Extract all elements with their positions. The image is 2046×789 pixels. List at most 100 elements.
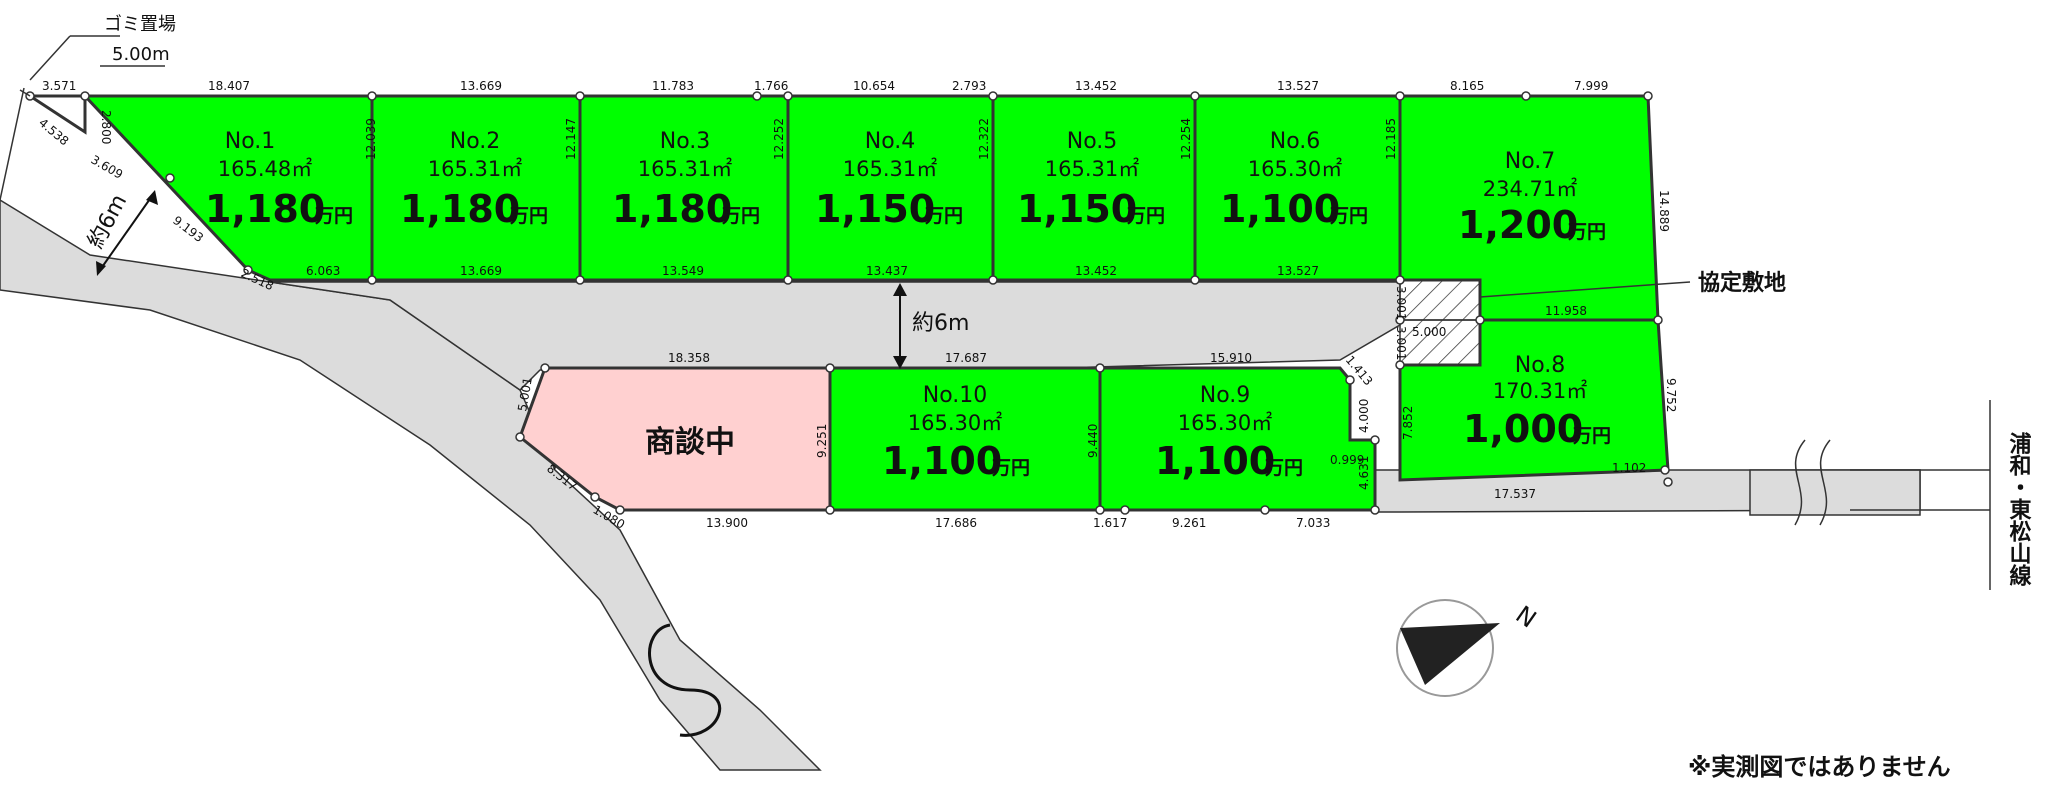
svg-text:12.252: 12.252 [772,118,786,160]
svg-text:165.30㎡: 165.30㎡ [1248,157,1342,181]
svg-text:万円: 万円 [509,205,548,227]
svg-text:0.999: 0.999 [1330,453,1364,467]
svg-text:15.910: 15.910 [1210,351,1252,365]
svg-text:13.669: 13.669 [460,264,502,278]
svg-text:9.251: 9.251 [815,424,829,458]
svg-text:万円: 万円 [314,205,353,227]
svg-text:7.999: 7.999 [1574,79,1608,93]
svg-text:1,100: 1,100 [1220,187,1340,231]
svg-text:No.5: No.5 [1067,129,1118,154]
svg-text:3.001: 3.001 [1394,326,1408,360]
svg-text:11.783: 11.783 [652,79,694,93]
svg-text:1.102: 1.102 [1612,461,1646,475]
svg-text:17.687: 17.687 [945,351,987,365]
svg-text:1,000: 1,000 [1463,407,1583,451]
svg-text:1,100: 1,100 [882,439,1002,483]
svg-text:13.669: 13.669 [460,79,502,93]
svg-text:No.2: No.2 [450,129,501,154]
svg-text:13.549: 13.549 [662,264,704,278]
lot-6-label: No.6 165.30㎡ 1,100 万円 [1220,129,1368,231]
garbage-label: ゴミ置場 [104,14,176,35]
svg-text:12.322: 12.322 [977,118,991,160]
corner-markers [25,91,1673,515]
svg-text:165.31㎡: 165.31㎡ [638,157,732,181]
svg-text:5.001: 5.001 [515,376,535,412]
lot-1-label: No.1 165.48㎡ 1,180 万円 [205,129,353,231]
lot-10-label: No.10 165.30㎡ 1,100 万円 [882,383,1030,483]
lot-7-label: No.7 234.71㎡ 1,200 万円 [1458,149,1606,247]
svg-text:8.165: 8.165 [1450,79,1484,93]
svg-text:3.001: 3.001 [1394,286,1408,320]
svg-text:12.147: 12.147 [564,118,578,160]
svg-text:4.000: 4.000 [1357,399,1371,433]
svg-text:1,200: 1,200 [1458,203,1578,247]
svg-text:13.452: 13.452 [1075,79,1117,93]
svg-text:11.958: 11.958 [1545,304,1587,318]
svg-text:18.407: 18.407 [208,79,250,93]
svg-text:10.654: 10.654 [853,79,895,93]
road-width-left: 約6m [83,190,132,252]
lot-4-label: No.4 165.31㎡ 1,150 万円 [815,129,963,231]
svg-text:1.617: 1.617 [1093,516,1127,530]
road-width-center: 約6m [912,311,969,336]
svg-text:3.609: 3.609 [89,152,126,181]
svg-text:万円: 万円 [924,205,963,227]
svg-text:234.71㎡: 234.71㎡ [1483,177,1577,201]
svg-text:No.1: No.1 [225,129,276,154]
lot-5-label: No.5 165.31㎡ 1,150 万円 [1017,129,1165,231]
svg-text:1,180: 1,180 [205,187,325,231]
svg-text:7.033: 7.033 [1296,516,1330,530]
svg-text:No.7: No.7 [1505,149,1556,174]
svg-text:9.440: 9.440 [1086,424,1100,458]
agreement-land-plot-1 [1399,279,1481,321]
svg-text:13.527: 13.527 [1277,264,1319,278]
svg-text:4.631: 4.631 [1357,456,1371,490]
svg-text:165.31㎡: 165.31㎡ [1045,157,1139,181]
lot-8-label: No.8 170.31㎡ 1,000 万円 [1463,353,1611,451]
svg-text:12.039: 12.039 [364,118,378,160]
svg-text:165.30㎡: 165.30㎡ [1178,411,1272,435]
svg-text:165.30㎡: 165.30㎡ [908,411,1002,435]
svg-text:No.8: No.8 [1515,353,1566,378]
svg-text:万円: 万円 [1329,205,1368,227]
negotiation-label: 商談中 [645,425,735,460]
svg-text:1,180: 1,180 [612,187,732,231]
lot-1[interactable] [81,94,374,282]
svg-text:No.4: No.4 [865,129,916,154]
svg-text:13.437: 13.437 [866,264,908,278]
compass-icon: N [1396,599,1541,697]
street-break-mark-1 [1794,439,1806,526]
garbage-corner [24,94,87,135]
svg-text:170.31㎡: 170.31㎡ [1493,379,1587,403]
svg-text:6.063: 6.063 [306,264,340,278]
svg-text:9.261: 9.261 [1172,516,1206,530]
lot-3-label: No.3 165.31㎡ 1,180 万円 [612,129,760,231]
svg-text:万円: 万円 [1126,205,1165,227]
svg-text:1,180: 1,180 [400,187,520,231]
svg-text:12.185: 12.185 [1384,118,1398,160]
svg-text:1,100: 1,100 [1155,439,1275,483]
svg-text:13.527: 13.527 [1277,79,1319,93]
svg-text:17.537: 17.537 [1494,487,1536,501]
svg-text:165.48㎡: 165.48㎡ [218,157,312,181]
lot-2-label: No.2 165.31㎡ 1,180 万円 [400,129,548,231]
lot-9-label: No.9 165.30㎡ 1,100 万円 [1155,383,1303,483]
svg-text:浦和・東松山線: 浦和・東松山線 [2006,431,2032,586]
svg-text:14.889: 14.889 [1657,190,1671,232]
street-road [1749,469,1921,516]
street-name: 浦和・東松山線 [2006,431,2032,586]
svg-text:No.9: No.9 [1200,383,1251,408]
svg-text:5.000: 5.000 [1412,325,1446,339]
garbage-width: 5.00m [112,44,170,65]
svg-text:万円: 万円 [1264,457,1303,479]
svg-text:3.571: 3.571 [42,79,76,93]
svg-text:1,150: 1,150 [815,187,935,231]
agreement-land-label: 協定敷地 [1698,270,1786,296]
svg-text:1.766: 1.766 [754,79,788,93]
svg-text:13.900: 13.900 [706,516,748,530]
svg-text:1,150: 1,150 [1017,187,1137,231]
lot-9[interactable] [1098,366,1377,512]
svg-text:165.31㎡: 165.31㎡ [428,157,522,181]
